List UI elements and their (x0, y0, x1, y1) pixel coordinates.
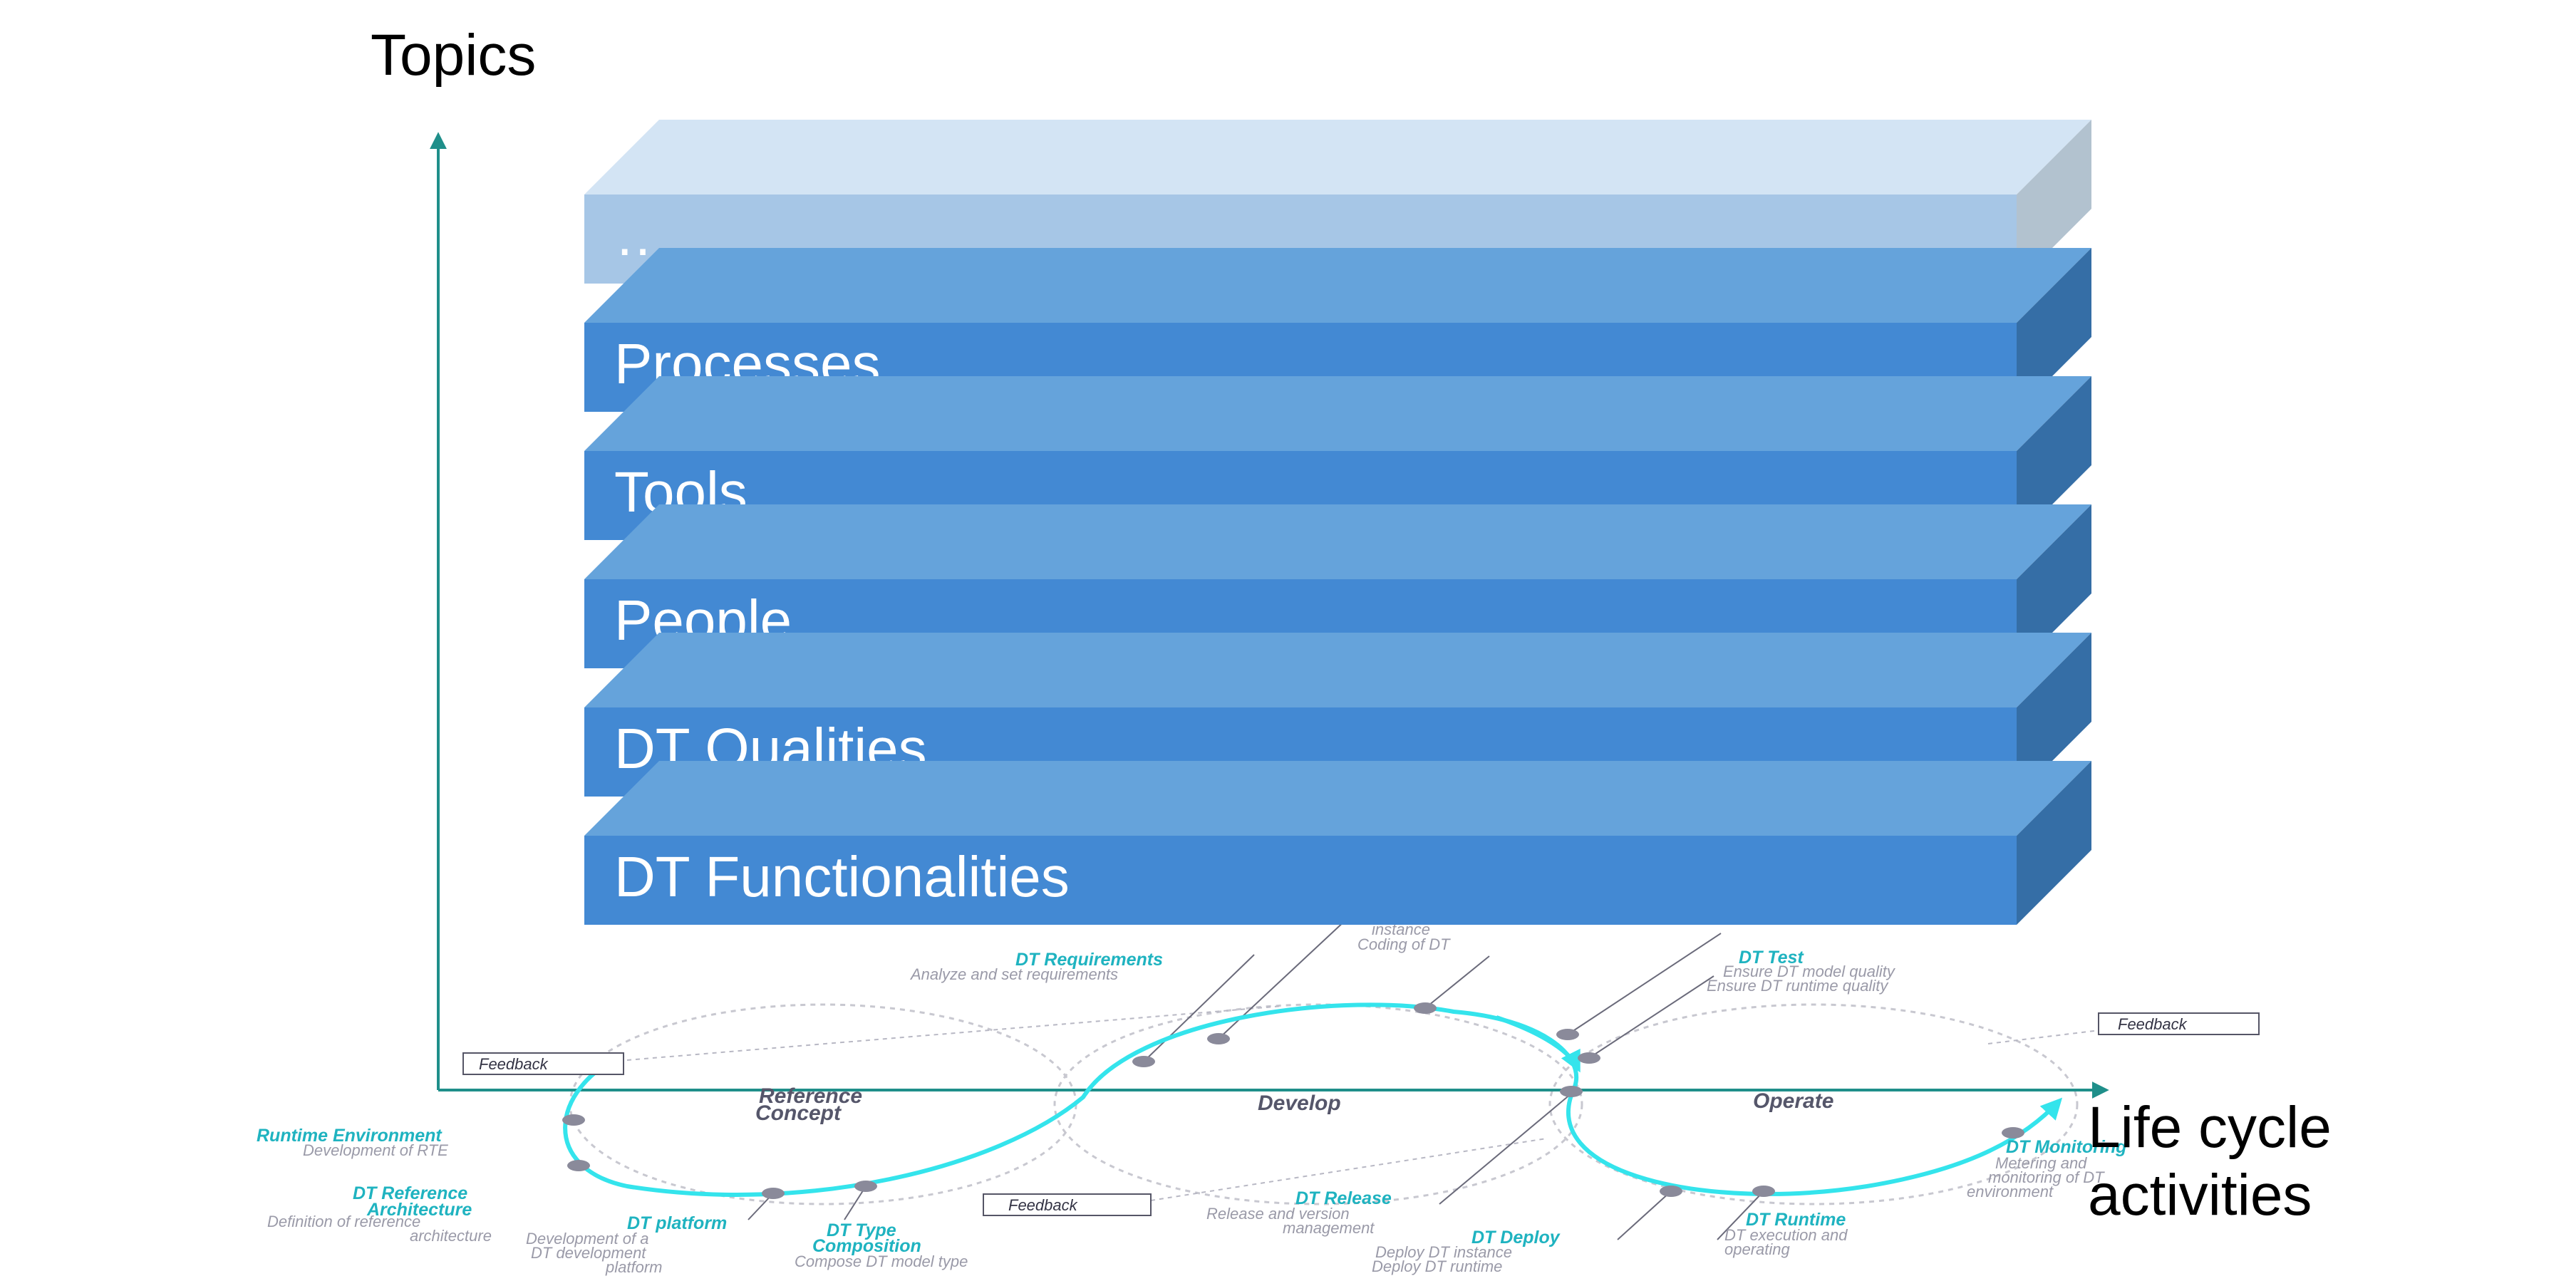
lifecycle-background (569, 918, 2106, 1240)
svg-text:platform: platform (605, 1258, 662, 1276)
svg-text:management: management (1283, 1219, 1375, 1237)
milestone-deploy: DT Deploy Deploy DT instance Deploy DT r… (1372, 1228, 1561, 1275)
svg-text:Development of a: Development of a (526, 1230, 648, 1248)
layer-side-face (2017, 120, 2091, 284)
layer-side-face (2017, 761, 2091, 925)
milestone-requirements: DT Requirements Analyze and set requirem… (909, 950, 1163, 983)
layer-top-face (584, 376, 2091, 451)
milestone-reference-architecture: DT Reference Architecture Definition of … (267, 1183, 492, 1245)
svg-text:DT development: DT development (531, 1244, 646, 1262)
layer-label: DT Functionalities (614, 845, 1070, 908)
layer-dt-functionalities: DT Functionalities (584, 761, 2091, 925)
svg-text:Coding of DT: Coding of DT (1357, 935, 1451, 953)
milestone-type-composition: DT Type Composition Compose DT model typ… (795, 1220, 968, 1270)
svg-text:Ensure DT model quality: Ensure DT model quality (1723, 963, 1896, 980)
layer-top-face (584, 120, 2091, 195)
svg-text:Feedback: Feedback (479, 1055, 549, 1073)
milestone-platform: DT platform Development of a DT developm… (526, 1213, 727, 1276)
lifecycle-path (563, 1002, 2063, 1197)
layer-top-face (584, 761, 2091, 836)
milestone-test: DT Test Ensure DT model quality Ensure D… (1707, 948, 1896, 995)
layer-side-face (2017, 248, 2091, 412)
svg-text:Analyze and set requirements: Analyze and set requirements (909, 965, 1118, 983)
layer-side-face (2017, 633, 2091, 797)
svg-text:DT Test: DT Test (1739, 948, 1804, 968)
layer-top-face (584, 248, 2091, 323)
layer-top-face (584, 504, 2091, 579)
svg-text:Metering and: Metering and (1995, 1154, 2087, 1172)
svg-text:DT Monitoring: DT Monitoring (2006, 1137, 2126, 1157)
svg-text:Release and version: Release and version (1206, 1205, 1350, 1223)
svg-text:Runtime Environment: Runtime Environment (257, 1126, 443, 1146)
layer-side-face (2017, 376, 2091, 540)
svg-text:DT execution and: DT execution and (1724, 1226, 1848, 1244)
milestone-monitoring: DT Monitoring Metering and monitoring of… (1967, 1137, 2126, 1200)
milestone-runtime-environment: Runtime Environment Development of RTE (257, 1126, 448, 1159)
x-axis-label-line1: Life cycle (2088, 1095, 2332, 1160)
layer-side-face (2017, 504, 2091, 668)
svg-text:Deploy DT instance: Deploy DT instance (1375, 1243, 1512, 1261)
phase-reference-concept-line2: Concept (755, 1101, 842, 1125)
svg-text:Compose DT model type: Compose DT model type (795, 1253, 968, 1270)
milestone-release: DT Release Release and version managemen… (1206, 1188, 1392, 1237)
y-axis-label: Topics (371, 23, 536, 88)
milestone-coding: instance Coding of DT (1357, 920, 1451, 953)
svg-text:Composition: Composition (812, 1236, 921, 1256)
milestone-dots (562, 1002, 2024, 1199)
svg-text:DT platform: DT platform (627, 1213, 727, 1233)
svg-text:DT Deploy: DT Deploy (1471, 1228, 1561, 1248)
svg-text:DT Requirements: DT Requirements (1015, 950, 1163, 970)
svg-text:Feedback: Feedback (1008, 1196, 1078, 1214)
svg-text:monitoring of DT: monitoring of DT (1988, 1168, 2105, 1186)
phase-develop: Develop (1258, 1091, 1341, 1115)
svg-text:Ensure DT runtime quality: Ensure DT runtime quality (1707, 977, 1889, 995)
svg-text:Feedback: Feedback (2118, 1015, 2188, 1033)
svg-text:Definition of reference: Definition of reference (267, 1213, 420, 1230)
svg-text:DT Reference: DT Reference (353, 1183, 467, 1203)
svg-text:Development of RTE: Development of RTE (303, 1141, 448, 1159)
phase-operate: Operate (1753, 1089, 1833, 1113)
feedback-box-middle: Feedback (983, 1193, 1152, 1216)
layer-top-face (584, 633, 2091, 707)
svg-text:operating: operating (1724, 1240, 1791, 1258)
feedback-box-left: Feedback (462, 1052, 624, 1075)
svg-text:architecture: architecture (410, 1227, 492, 1245)
svg-text:DT Release: DT Release (1295, 1188, 1392, 1208)
x-axis-label-line2: activities (2088, 1163, 2312, 1228)
layer-front-face (584, 836, 2017, 925)
svg-text:Architecture: Architecture (366, 1200, 472, 1220)
milestone-runtime: DT Runtime DT execution and operating (1724, 1210, 1848, 1258)
svg-text:environment: environment (1967, 1183, 2054, 1200)
feedback-box-right: Feedback (2098, 1012, 2260, 1035)
phase-reference-concept: Reference (759, 1084, 862, 1108)
svg-text:Deploy DT runtime: Deploy DT runtime (1372, 1257, 1502, 1275)
svg-text:DT Type: DT Type (827, 1220, 896, 1240)
svg-text:DT Runtime: DT Runtime (1746, 1210, 1846, 1230)
